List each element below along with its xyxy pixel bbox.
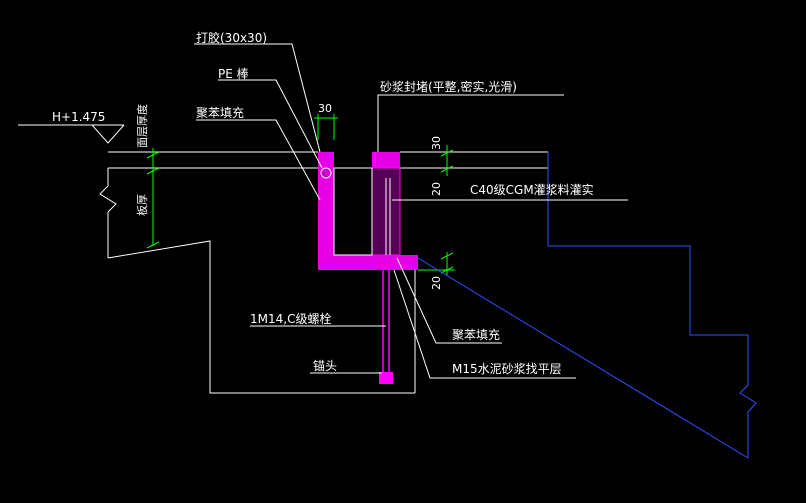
right-bottom-dim-text: 20 [430,276,443,290]
groove-label: 打胶(30x30) [196,30,267,45]
right-mid-dim-text: 20 [430,182,443,196]
pe-rod-label: PE 棒 [218,67,249,81]
bolt-label: 1M14,C级螺栓 [250,311,331,326]
grout-label: C40级CGM灌浆料灌实 [470,182,594,197]
top-mortar-seal [372,152,400,168]
right-dimensions [418,145,455,275]
left-filler-strip [318,152,334,270]
lower-stair-outline [374,151,548,169]
elevation-label: H+1.475 [52,110,105,124]
pe-rod [320,167,332,179]
surface-layer-label: 面层厚度 [135,104,149,148]
leader-lines [194,43,628,379]
top-width-dim-text: 30 [318,102,332,115]
joint-pocket [318,152,418,270]
top-width-dimension [314,114,338,140]
leveling-layer-label: M15水泥砂浆找平层 [452,361,562,376]
bottom-leveling-strip [334,255,418,270]
elevation-marker [18,124,125,144]
stair-profile [417,152,757,459]
anchor-label: 锚头 [313,358,337,373]
bolt [379,270,393,384]
anchor-head [379,372,393,384]
filler-bottom-label: 聚苯填充 [452,327,500,342]
slab-thickness-label: 板厚 [135,194,149,216]
pocket-void [333,167,373,256]
upper-slab-outline [99,151,416,394]
right-top-dim-text: 30 [430,136,443,150]
left-vertical-dimension [146,148,160,249]
filler-top-label: 聚苯填充 [196,105,244,120]
mortar-seal-label: 砂浆封堵(平整,密实,光滑) [380,79,517,94]
